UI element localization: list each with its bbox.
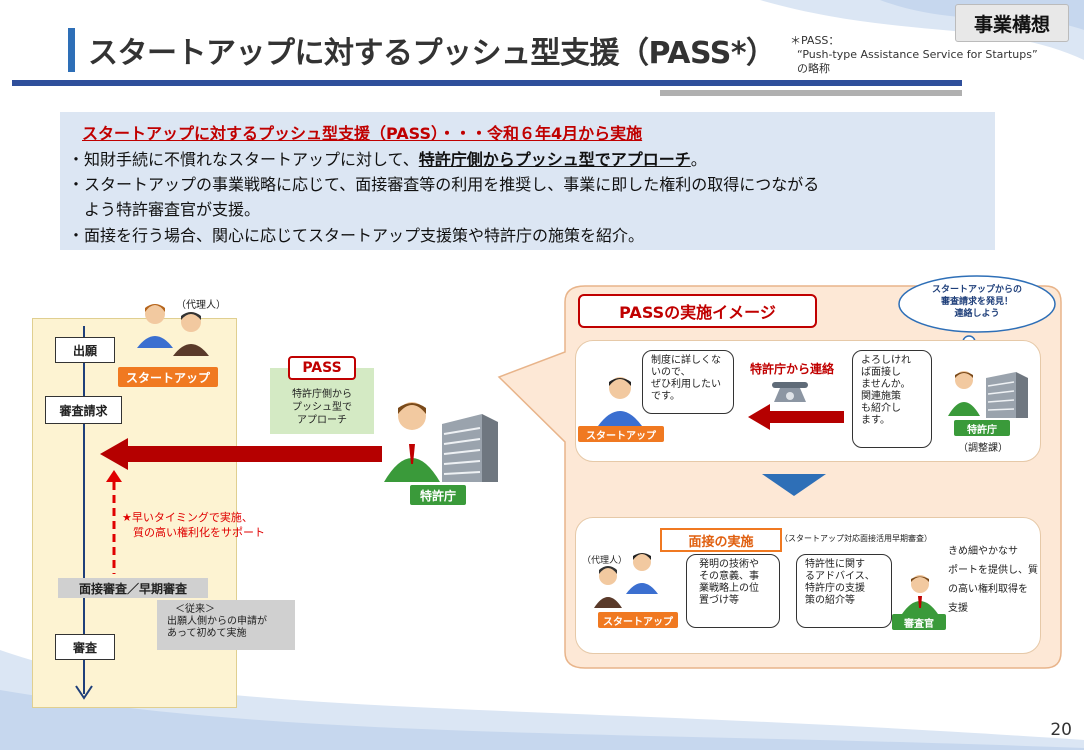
agent-label: （代理人） [176, 300, 226, 311]
bb-line-2: るアドバイス、 [805, 571, 875, 582]
cloud-line-3: 連絡しよう [954, 309, 1000, 319]
title-underline [12, 80, 962, 86]
step-interview-exam: 面接審査／早期審査 [58, 578, 208, 598]
sb-line-1: 制度に詳しくな [651, 355, 721, 366]
summary-line-4: ・面接を行う場合、関心に応じてスタートアップ支援策や特許庁の施策を紹介。 [68, 226, 645, 245]
jb-line-3: ませんか。 [861, 379, 911, 390]
contact-arrow [748, 404, 844, 430]
bb-line-1: 特許性に関す [805, 559, 865, 570]
support-line-4: 支援 [948, 603, 968, 614]
startup-people-icon [137, 304, 209, 356]
ba-line-2: その意義、事 [699, 571, 759, 582]
sb-line-4: です。 [651, 391, 680, 402]
interview-note: （スタートアップ対応面接活用早期審査） [780, 534, 932, 543]
support-line-2: ポートを提供し、質 [948, 565, 1038, 576]
early-timing-arrow [106, 470, 122, 574]
jb-line-1: よろしけれ [861, 355, 911, 366]
support-note: きめ細やかなサ ポートを提供し、質 の高い権利取得を 支援 [948, 542, 1038, 618]
cloud-line-1: スタートアップからの [931, 285, 1022, 295]
contact-label: 特許庁から連絡 [750, 362, 835, 376]
cloud-line-2: 審査請求を発見！ [940, 297, 1013, 307]
conventional-3: あって初めて実施 [167, 628, 247, 639]
early-note-2: 質の高い権利化をサポート [122, 526, 265, 539]
summary-line-1-bold: 特許庁側からプッシュ型でアプローチ [418, 150, 691, 169]
conventional-box: ＜従来＞ 出願人側からの申請が あって初めて実施 [157, 600, 295, 650]
summary-box [60, 112, 995, 250]
early-note-1: ★早いタイミングで実施、 [122, 511, 253, 524]
timeline-arrow [75, 326, 93, 700]
pass-tag: PASS [288, 356, 356, 380]
startup-label-top: スタートアップ [578, 426, 664, 442]
pass-desc-1: 特許庁側から [292, 389, 352, 400]
summary-line-2: ・スタートアップの事業戦略に応じて、面接審査等の利用を推奨し、事業に即した権利の… [68, 175, 820, 194]
jb-line-6: ます。 [861, 415, 890, 426]
sb-line-3: ぜひ利用したい [651, 379, 721, 390]
title-underline-gray [660, 90, 962, 96]
jb-line-4: 関連施策 [861, 391, 901, 402]
startup-person-icon [598, 377, 642, 426]
ba-line-4: 置づけ等 [699, 595, 739, 606]
examiner-label: 審査官 [892, 614, 946, 630]
jpo-staff-building-icon [948, 371, 1028, 418]
summary-line-3: よう特許審査官が支援。 [68, 200, 261, 219]
step-application: 出願 [55, 337, 115, 363]
conventional-2: 出願人側からの申請が [167, 616, 267, 627]
title-footnote: ＊PASS： “Push-type Assistance Service for… [790, 34, 1038, 75]
interview-heading: 面接の実施 [660, 528, 782, 552]
jb-line-2: ば面接し [861, 367, 901, 378]
summary-line-1-pre: ・知財手続に不慣れなスタートアップに対して、 [68, 150, 419, 169]
pass-desc-2: プッシュ型で [292, 402, 352, 413]
step-exam-request: 審査請求 [45, 396, 122, 424]
step-examination: 審査 [55, 634, 115, 660]
jpo-label: 特許庁 [410, 485, 466, 505]
telephone-icon [772, 382, 808, 402]
support-line-1: きめ細やかなサ [948, 546, 1018, 557]
sb-line-2: いので、 [651, 367, 691, 378]
thought-cloud-text: スタートアップからの 審査請求を発見！ 連絡しよう [905, 284, 1049, 320]
push-arrow [100, 438, 382, 470]
interview-startup-people-icon [594, 553, 658, 608]
summary-line-1: ・知財手続に不慣れなスタートアップに対して、特許庁側からプッシュ型でアプローチ。 [68, 146, 707, 170]
ba-line-1: 発明の技術や [699, 559, 759, 570]
startup-topic-bubble: 発明の技術や その意義、事 業戦略上の位 置づけ等 [686, 554, 780, 628]
jpo-speech-bubble: よろしけれ ば面接し ませんか。 関連施策 も紹介し ます。 [852, 350, 932, 448]
interview-startup-label: スタートアップ [598, 612, 678, 628]
summary-line-1-post: 。 [690, 150, 707, 169]
title-accent [68, 28, 75, 72]
bb-line-4: 策の紹介等 [805, 595, 855, 606]
startup-label: スタートアップ [118, 367, 218, 387]
interview-agent-label: （代理人） [582, 556, 628, 566]
pass-desc: 特許庁側から プッシュ型で アプローチ [270, 388, 374, 427]
examiner-icon [902, 575, 938, 614]
bb-line-3: 特許庁の支援 [805, 583, 865, 594]
conventional-1: ＜従来＞ [175, 604, 215, 615]
ba-line-3: 業戦略上の位 [699, 583, 759, 594]
jpo-dept-label: （調整課） [958, 443, 1008, 454]
pass-desc-3: アプローチ [297, 415, 347, 426]
flow-down-arrow [762, 474, 826, 496]
category-badge: 事業構想 [955, 4, 1069, 42]
pass-image-heading: PASSの実施イメージ [578, 294, 817, 328]
examiner-topic-bubble: 特許性に関す るアドバイス、 特許庁の支援 策の紹介等 [796, 554, 892, 628]
jb-line-5: も紹介し [861, 403, 901, 414]
startup-speech-bubble: 制度に詳しくな いので、 ぜひ利用したい です。 [642, 350, 734, 414]
page-title: スタートアップに対するプッシュ型支援（PASS*） [88, 36, 776, 71]
page-number: 20 [1050, 720, 1072, 740]
summary-heading: スタートアップに対するプッシュ型支援（PASS）・・・令和６年4月から実施 [82, 124, 643, 143]
support-line-3: の高い権利取得を [948, 584, 1028, 595]
jpo-officer-icon [384, 402, 498, 482]
jpo-label-top: 特許庁 [954, 420, 1010, 436]
